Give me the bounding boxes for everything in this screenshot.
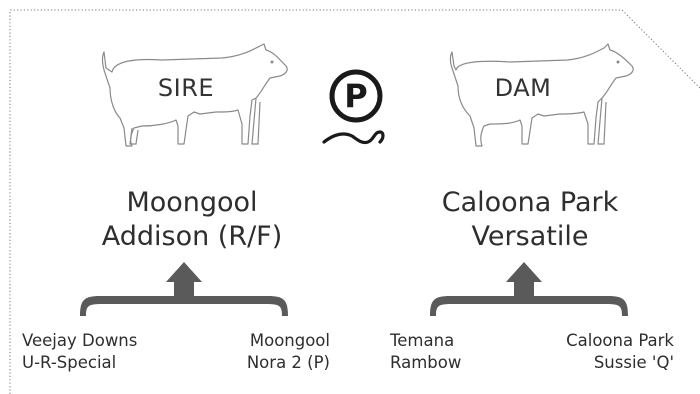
- sire-granddam: Moongool Nora 2 (P): [230, 330, 330, 374]
- dam-name: Caloona Park Versatile: [420, 186, 640, 254]
- dam-granddam-line2: Sussie 'Q': [593, 353, 674, 372]
- polled-letter: P: [344, 77, 367, 115]
- dam-name-line1: Caloona Park: [441, 187, 619, 218]
- bull-outline-icon: [101, 43, 288, 147]
- dam-granddam-line1: Caloona Park: [566, 331, 674, 350]
- sire-name-line2: Addison (R/F): [101, 221, 283, 252]
- polled-p-icon: P: [318, 62, 398, 156]
- cow-outline-icon: [449, 43, 634, 147]
- sire-name: Moongool Addison (R/F): [82, 186, 302, 254]
- dam-tag: DAM: [494, 74, 552, 102]
- sire-tag: SIRE: [157, 74, 215, 102]
- sire-brace-arrow: [80, 262, 288, 316]
- dam-brace-arrow: [430, 262, 628, 316]
- sire-grandsire-line1: Veejay Downs: [22, 331, 138, 350]
- sire-name-line1: Moongool: [126, 187, 258, 218]
- dam-grandsire: Temana Rambow: [390, 330, 461, 374]
- sire-grandsire: Veejay Downs U-R-Special: [22, 330, 137, 374]
- dam-grandsire-line2: Rambow: [390, 353, 462, 372]
- sire-granddam-line1: Moongool: [249, 331, 330, 350]
- sire-granddam-line2: Nora 2 (P): [246, 353, 330, 372]
- sire-grandsire-line2: U-R-Special: [22, 353, 117, 372]
- dam-name-line2: Versatile: [471, 221, 589, 252]
- dam-grandsire-line1: Temana: [390, 331, 455, 350]
- dam-granddam: Caloona Park Sussie 'Q': [540, 330, 674, 374]
